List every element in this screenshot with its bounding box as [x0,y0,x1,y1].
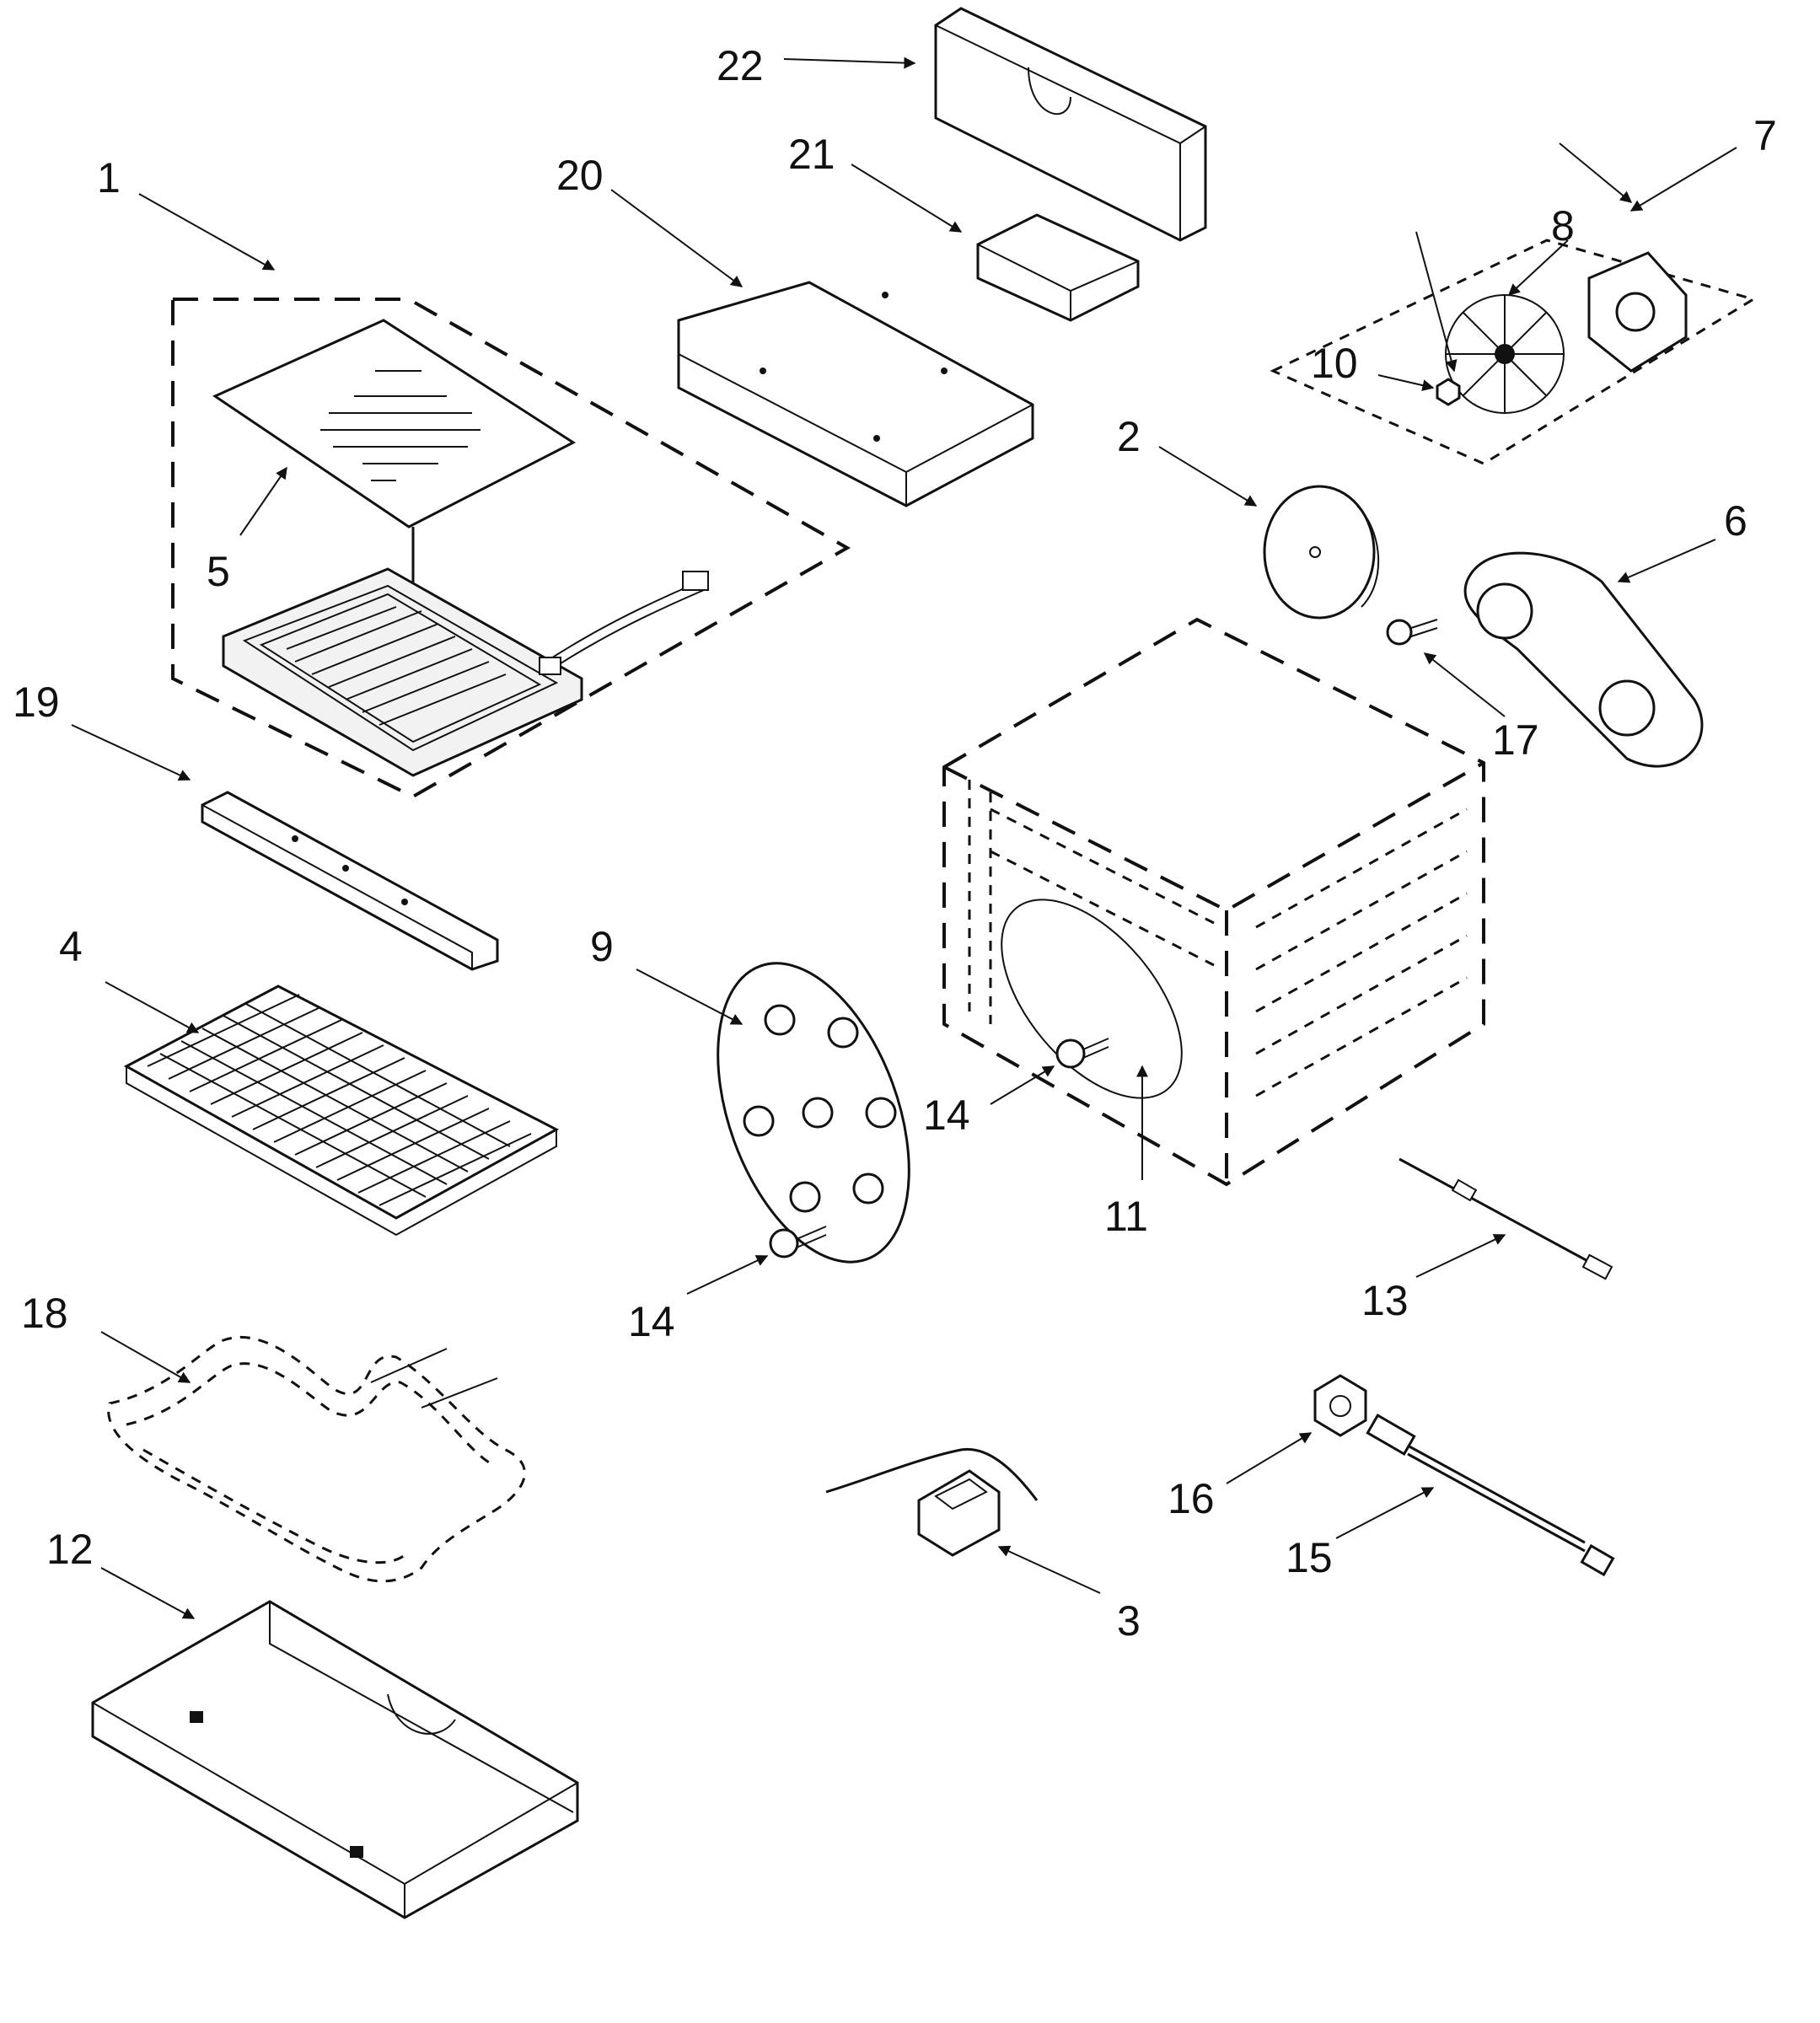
label-5: 5 [207,548,230,595]
part-16-nut [1313,1374,1367,1437]
part-11-oven-cavity [942,617,1485,1187]
part-2-round-disk [1263,485,1380,620]
part-12-bottom-pan [91,1600,579,1919]
leader-lines [71,56,1737,1619]
part-7-convection-motor [1270,239,1757,465]
part-21-baffle [976,213,1140,322]
part-9-round-plate [717,962,910,1264]
label-18: 18 [21,1290,68,1337]
part-10-nut [1436,378,1461,406]
part-1-assembly-boundary [171,298,851,799]
label-6: 6 [1724,497,1748,545]
part-20-top-plate [677,281,1034,507]
part-3-thermal-switch [825,1447,1039,1557]
part-8-fan-blade [1445,294,1565,414]
part-14-screw-lower [769,1226,827,1258]
label-7: 7 [1753,112,1777,159]
bake-element-tray [222,567,709,777]
label-19: 19 [13,679,60,726]
label-17: 17 [1492,716,1539,764]
label-15: 15 [1286,1534,1333,1581]
label-14-lower: 14 [628,1298,675,1345]
label-4: 4 [59,923,83,970]
part-22-top-cover [934,7,1207,242]
label-2: 2 [1117,413,1141,460]
part-19-trim-strip [201,791,499,971]
label-16: 16 [1168,1475,1215,1522]
label-22: 22 [717,42,764,89]
part-13-temperature-sensor [1399,1157,1613,1280]
label-21: 21 [788,131,835,178]
label-10: 10 [1311,340,1358,387]
label-3: 3 [1117,1597,1141,1645]
label-12: 12 [46,1526,94,1573]
part-17-screw [1386,619,1438,646]
label-13: 13 [1361,1277,1409,1324]
part-18-broil-element [107,1336,526,1583]
label-1: 1 [97,154,121,201]
label-9: 9 [590,923,614,970]
part-labels: 1 5 20 21 22 7 8 10 2 6 17 19 4 9 14 11 … [13,42,1777,1645]
part-6-fan-cover [1463,551,1704,768]
label-8: 8 [1551,202,1575,250]
part-15-light-harness [1366,1414,1615,1577]
part-14-screw-cavity [1055,1038,1109,1069]
label-11: 11 [1104,1193,1148,1240]
label-14-cavity: 14 [923,1092,970,1139]
label-20: 20 [556,152,604,199]
part-4-oven-rack [123,985,560,1237]
